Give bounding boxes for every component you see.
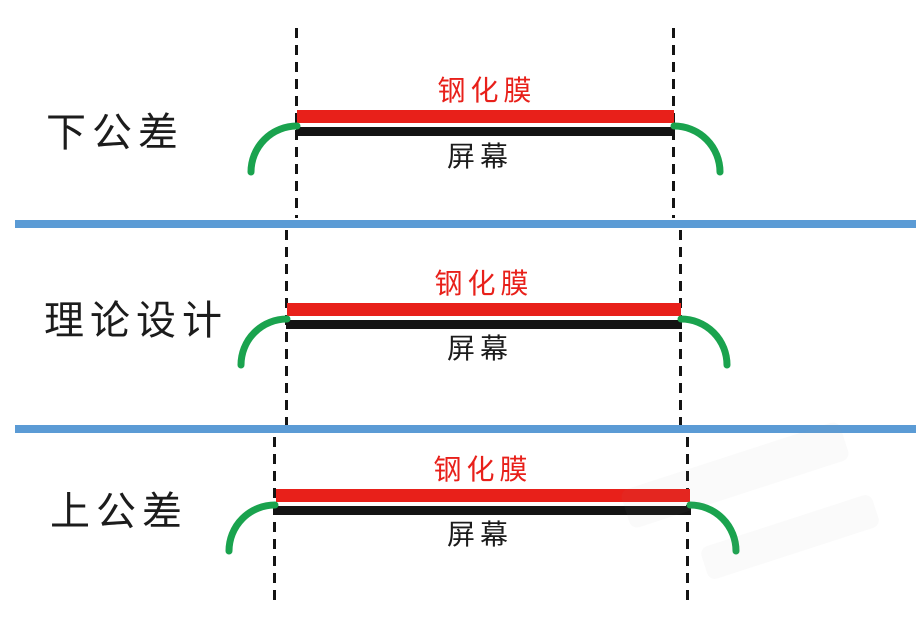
screen-label: 屏幕 bbox=[446, 519, 513, 550]
tolerance-boundary-right bbox=[686, 437, 689, 605]
screen-bar bbox=[286, 320, 682, 329]
film-bar bbox=[276, 489, 690, 502]
screen-edge-arc-right bbox=[670, 122, 724, 176]
section-label-theoretical-design: 理论设计 bbox=[44, 299, 228, 343]
screen-edge-arc-left bbox=[237, 315, 291, 369]
screen-bar bbox=[275, 506, 691, 515]
section-label-lower-tolerance: 下公差 bbox=[46, 111, 184, 155]
section-divider-1 bbox=[15, 220, 916, 228]
film-bar bbox=[287, 303, 681, 316]
screen-label: 屏幕 bbox=[446, 141, 513, 172]
section-divider-2 bbox=[15, 425, 916, 433]
screen-edge-arc-left bbox=[247, 122, 301, 176]
screen-label: 屏幕 bbox=[446, 333, 513, 364]
screen-edge-arc-right bbox=[677, 315, 731, 369]
film-label: 钢化膜 bbox=[433, 454, 533, 485]
film-bar bbox=[297, 110, 674, 123]
section-label-upper-tolerance: 上公差 bbox=[50, 490, 188, 534]
screen-edge-arc-left bbox=[225, 501, 279, 555]
tolerance-boundary-left bbox=[273, 437, 276, 605]
screen-edge-arc-right bbox=[686, 501, 740, 555]
film-label: 钢化膜 bbox=[437, 75, 537, 106]
film-label: 钢化膜 bbox=[434, 268, 534, 299]
screen-bar bbox=[296, 127, 675, 136]
